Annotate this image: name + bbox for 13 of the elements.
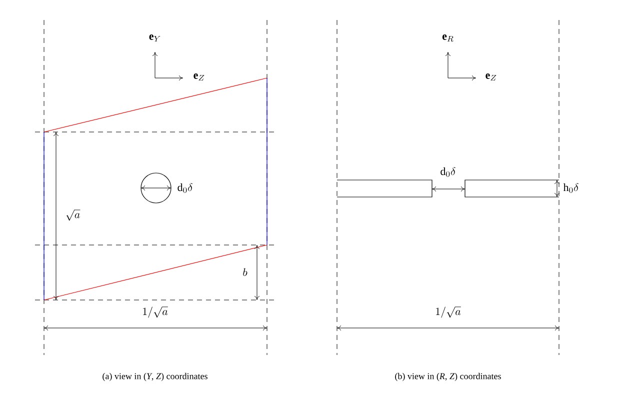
caption: (a) view in (Y, Z) coordinates — [102, 372, 208, 382]
dimension-label: $1/\sqrt{a}$ — [436, 306, 461, 318]
caption: (b) view in (R, Z) coordinates — [395, 372, 501, 382]
dimension-label: $\mathrm{d}_0\delta$ — [440, 167, 456, 177]
dimension-label: $1/\sqrt{a}$ — [143, 306, 168, 318]
dimension-label: $\sqrt{a}$ — [66, 210, 80, 221]
axis-label: $\mathbf{e}_Z$ — [486, 74, 496, 80]
axis-label: $\mathbf{e}_Y$ — [149, 34, 160, 42]
axis-label: $\mathbf{e}_Z$ — [194, 74, 204, 80]
axis-label: $\mathbf{e}_R$ — [442, 34, 454, 42]
dimension-label: $b$ — [243, 268, 248, 276]
dimension-label: $\mathrm{d}_0\delta$ — [178, 183, 192, 193]
dimension-label: $\mathrm{h}_0\delta$ — [563, 183, 578, 193]
